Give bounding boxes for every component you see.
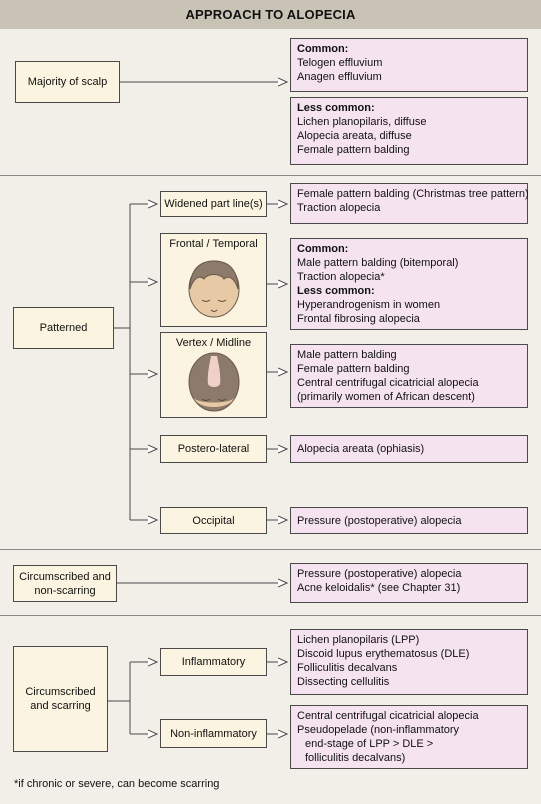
patterned-box: Patterned bbox=[13, 307, 114, 349]
occipital-box: Occipital bbox=[160, 507, 267, 534]
widened-part-line-box: Widened part line(s) bbox=[160, 191, 267, 217]
nonscarring-results-box: Pressure (postoperative) alopecia Acne k… bbox=[290, 563, 528, 603]
widened-results-box: Female pattern balding (Christmas tree p… bbox=[290, 183, 529, 224]
section-separator bbox=[0, 549, 541, 550]
section-separator bbox=[0, 175, 541, 176]
diagram-title: APPROACH TO ALOPECIA bbox=[0, 0, 541, 29]
section-separator bbox=[0, 615, 541, 616]
vertex-results-box: Male pattern balding Female pattern bald… bbox=[290, 344, 528, 408]
noninflammatory-results-box: Central centrifugal cicatricial alopecia… bbox=[290, 705, 528, 769]
frontal-results-box: Common: Male pattern balding (bitemporal… bbox=[290, 238, 528, 330]
noninflammatory-box: Non-inflammatory bbox=[160, 719, 267, 748]
postero-lateral-box: Postero-lateral bbox=[160, 435, 267, 463]
vertex-midline-box: Vertex / Midline bbox=[160, 332, 267, 418]
footnote: *if chronic or severe, can become scarri… bbox=[14, 778, 220, 790]
circumscribed-scarring-box: Circumscribed and scarring bbox=[13, 646, 108, 752]
frontal-temporal-box: Frontal / Temporal bbox=[160, 233, 267, 327]
majority-common-box: Common: Telogen effluvium Anagen effluvi… bbox=[290, 38, 528, 92]
majority-less-common-box: Less common: Lichen planopilaris, diffus… bbox=[290, 97, 528, 165]
majority-of-scalp-box: Majority of scalp bbox=[15, 61, 120, 103]
circumscribed-nonscarring-box: Circumscribed and non-scarring bbox=[13, 565, 117, 602]
occipital-results-box: Pressure (postoperative) alopecia bbox=[290, 507, 528, 534]
inflammatory-box: Inflammatory bbox=[160, 648, 267, 676]
inflammatory-results-box: Lichen planopilaris (LPP) Discoid lupus … bbox=[290, 629, 528, 695]
postero-results-box: Alopecia areata (ophiasis) bbox=[290, 435, 528, 463]
head-frontal-temporal-illustration bbox=[188, 260, 239, 318]
head-vertex-midline-illustration bbox=[188, 352, 239, 412]
